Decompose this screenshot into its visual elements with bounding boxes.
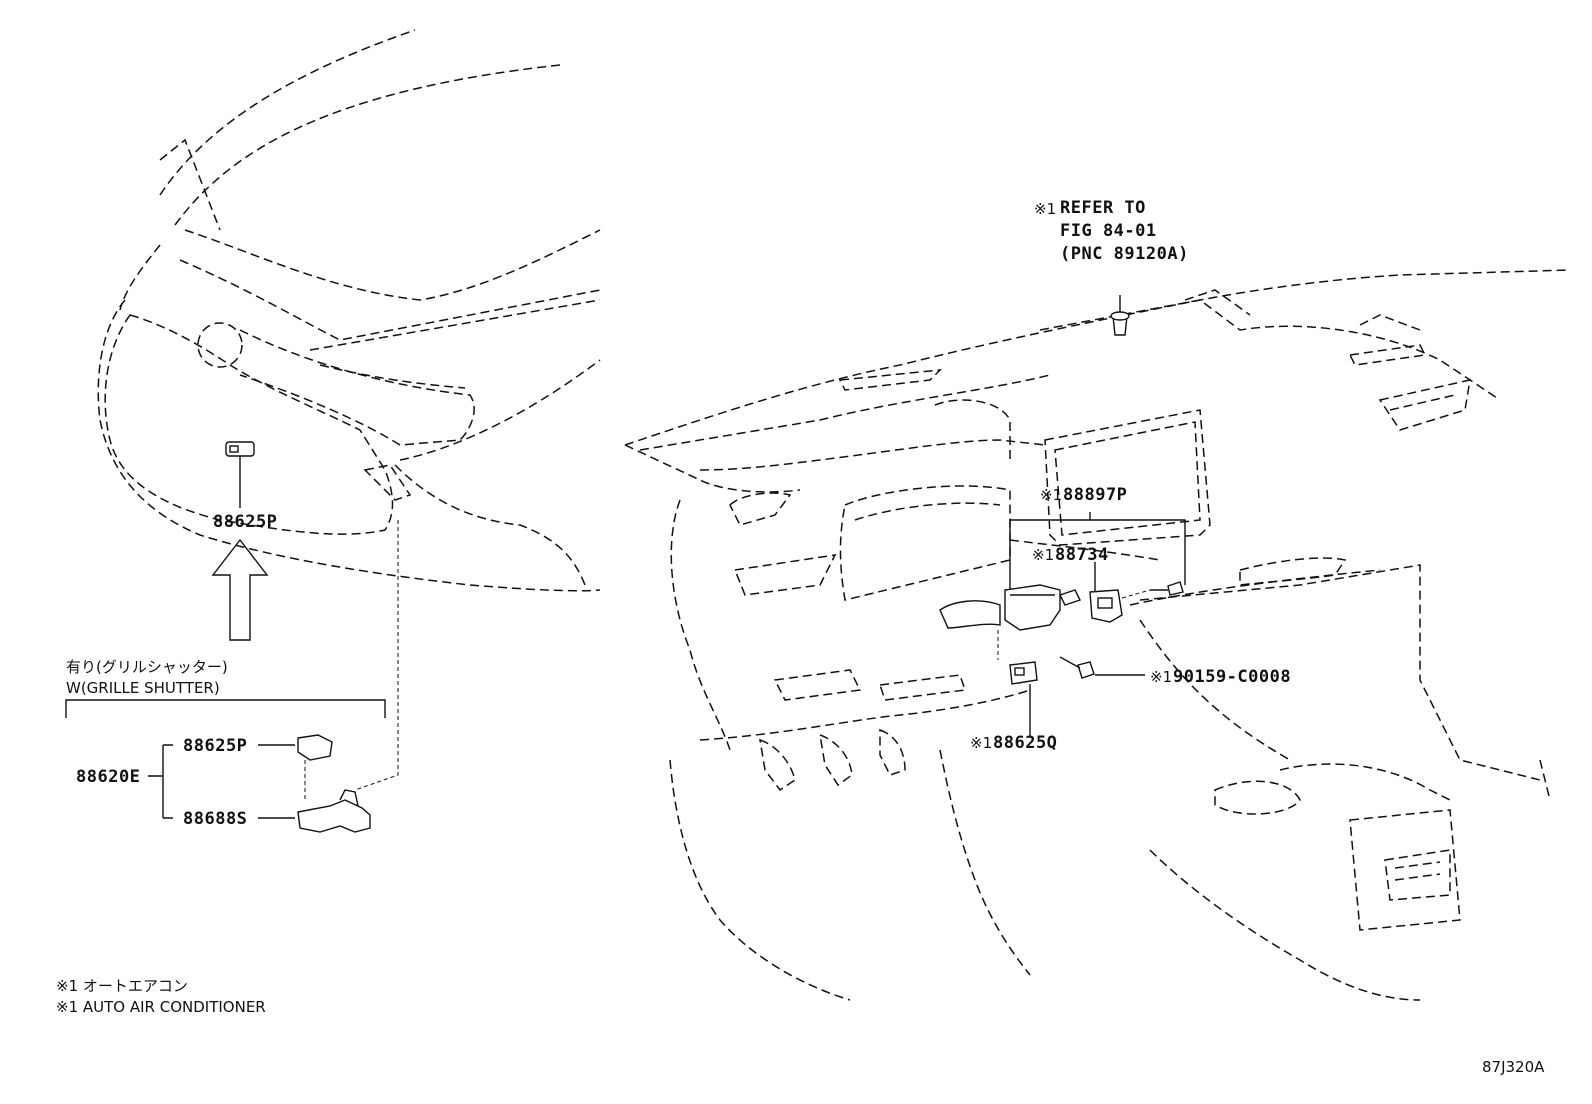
label-88620e: 88620E <box>76 767 140 787</box>
mark-88625q: ※1 <box>970 734 992 752</box>
screw-part <box>1150 581 1184 596</box>
dashboard-drawing <box>624 269 1571 1001</box>
mark-90159: ※1 <box>1150 668 1172 686</box>
label-88625p-bumper: 88625P <box>213 512 277 532</box>
clip-90159-part <box>1059 656 1095 679</box>
refer-line-3: (PNC 89120A) <box>1060 244 1189 264</box>
label-88688s: 88688S <box>183 809 247 829</box>
mark-88897p: ※1 <box>1040 486 1062 504</box>
label-88897p: 88897P <box>1063 485 1127 505</box>
footnote-jp: ※1 オートエアコン <box>56 977 188 995</box>
refer-mark: ※1 <box>1034 200 1056 218</box>
solar-sensor-part <box>1110 311 1130 336</box>
mark-88734: ※1 <box>1032 546 1054 564</box>
bracket-88688s-part <box>297 799 371 833</box>
view-direction-arrow <box>211 538 269 641</box>
figure-code: 87J320A <box>1482 1058 1545 1076</box>
blower-switch-assembly <box>939 584 1081 631</box>
label-88625p-group: 88625P <box>183 736 247 756</box>
label-88625q: 88625Q <box>993 733 1057 753</box>
front-bumper-drawing <box>97 29 601 791</box>
grille-shutter-group: 有り(グリルシャッター) W(GRILLE SHUTTER) 88620E 88… <box>65 658 386 833</box>
group-heading-en: W(GRILLE SHUTTER) <box>66 679 220 697</box>
sensor-88625q-part <box>1009 661 1038 685</box>
label-90159-c0008: 90159-C0008 <box>1173 667 1291 687</box>
label-88734: 88734 <box>1055 545 1109 565</box>
group-heading-jp: 有り(グリルシャッター) <box>66 658 228 676</box>
refer-line-2: FIG 84-01 <box>1060 221 1157 241</box>
footnote-en: ※1 AUTO AIR CONDITIONER <box>56 998 266 1016</box>
refer-line-1: REFER TO <box>1060 198 1146 218</box>
aspirator-88734-part <box>1089 589 1123 623</box>
sensor-88625p-part <box>297 734 333 761</box>
